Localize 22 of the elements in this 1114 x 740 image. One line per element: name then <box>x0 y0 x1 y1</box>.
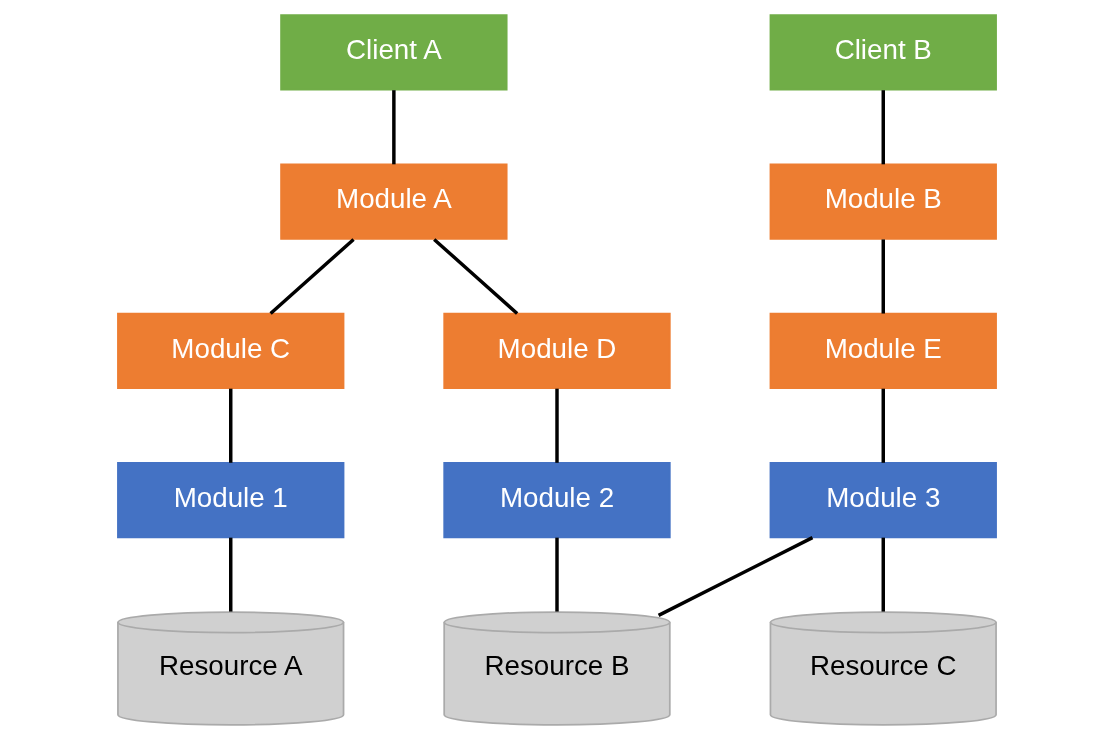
node-box: Module C <box>117 312 345 390</box>
node-box: Module E <box>769 312 997 390</box>
connector <box>881 239 885 314</box>
connector <box>269 238 355 315</box>
node-box: Module A <box>280 163 508 240</box>
connector <box>881 537 885 612</box>
connector <box>433 238 519 315</box>
node-box: Client A <box>280 14 508 91</box>
node-box: Module B <box>769 163 997 240</box>
node-box: Module 1 <box>117 461 345 539</box>
connector <box>555 537 559 612</box>
connector <box>657 536 814 617</box>
connector <box>392 90 396 165</box>
node-box: Module 3 <box>769 461 997 539</box>
node-box: Module D <box>443 312 671 390</box>
node-box: Module 2 <box>443 461 671 539</box>
connector <box>881 388 885 463</box>
connector <box>881 90 885 165</box>
connector <box>555 388 559 463</box>
node-box: Client B <box>769 14 997 91</box>
connector <box>229 388 233 463</box>
connector <box>229 537 233 612</box>
